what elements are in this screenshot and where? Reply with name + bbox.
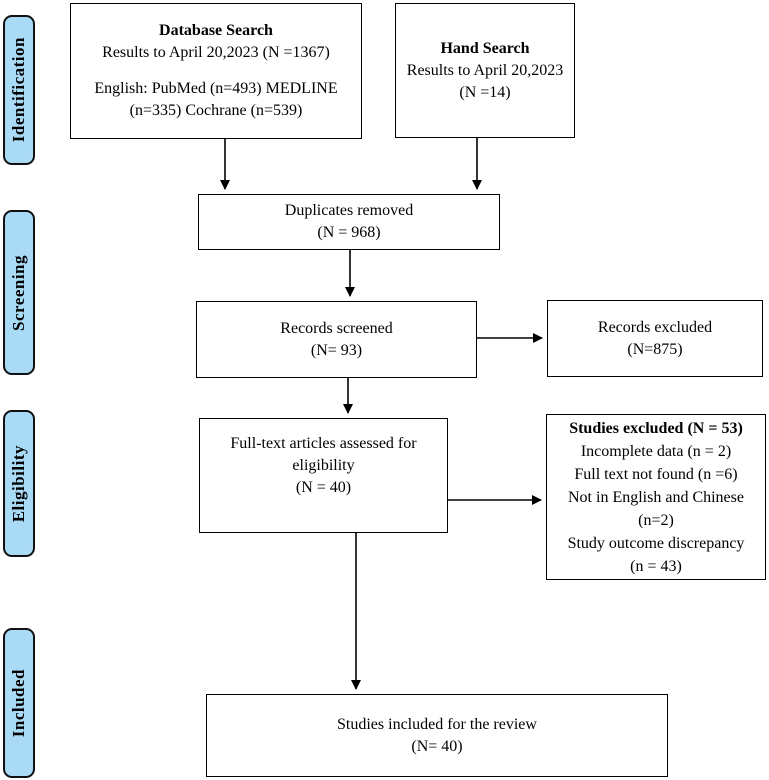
box-records-excluded: Records excluded (N=875)	[547, 300, 763, 377]
box-duplicates-removed: Duplicates removed (N = 968)	[198, 194, 500, 250]
exclusion-reason: (n=2)	[638, 511, 674, 529]
box-line: (N = 968)	[317, 224, 381, 241]
stage-label-identification: Identification	[3, 15, 35, 165]
box-line: Results to April 20,2023 (N =1367)	[102, 44, 330, 61]
box-line: Results to April 20,2023	[406, 61, 564, 79]
stage-label-text: Screening	[9, 254, 28, 331]
box-line: eligibility	[292, 456, 355, 474]
exclusion-reason: Study outcome discrepancy	[567, 534, 745, 552]
box-line: Duplicates removed	[284, 202, 414, 219]
box-line: Records screened	[280, 319, 393, 337]
exclusion-reason: Incomplete data (n = 2)	[580, 442, 732, 460]
box-line: Records excluded	[597, 318, 713, 336]
exclusion-reason: Full text not found (n =6)	[574, 465, 738, 483]
stage-label-included: Included	[3, 628, 35, 778]
box-studies-excluded: Studies excluded (N = 53) Incomplete dat…	[546, 414, 766, 580]
box-studies-included: Studies included for the review (N= 40)	[206, 694, 668, 777]
box-line: (N= 40)	[411, 737, 463, 755]
box-line: (N =14)	[459, 83, 511, 101]
stage-label-text: Included	[9, 668, 28, 738]
box-line: English: PubMed (n=493) MEDLINE	[94, 80, 338, 97]
box-database-search: Database Search Results to April 20,2023…	[70, 3, 362, 139]
box-line: (N=875)	[627, 340, 683, 358]
exclusion-reason: (n = 43)	[630, 557, 682, 575]
exclusion-reason: Not in English and Chinese	[568, 488, 744, 506]
box-hand-search: Hand Search Results to April 20,2023 (N …	[395, 3, 575, 138]
stage-label-screening: Screening	[3, 210, 35, 375]
box-fulltext-assessed: Full-text articles assessed for eligibil…	[199, 418, 448, 533]
box-records-screened: Records screened (N= 93)	[196, 301, 477, 378]
stage-label-eligibility: Eligibility	[3, 410, 35, 557]
box-line: (n=335) Cochrane (n=539)	[129, 102, 303, 119]
stage-label-text: Identification	[9, 37, 28, 143]
box-title: Studies excluded (N = 53)	[569, 419, 743, 437]
box-line: Full-text articles assessed for	[230, 434, 417, 452]
box-line: (N= 93)	[310, 341, 363, 359]
box-line: (N = 40)	[295, 478, 352, 496]
box-line: Studies included for the review	[337, 715, 537, 733]
box-title: Database Search	[159, 22, 273, 39]
stage-label-text: Eligibility	[9, 444, 28, 523]
box-title: Hand Search	[440, 39, 530, 57]
